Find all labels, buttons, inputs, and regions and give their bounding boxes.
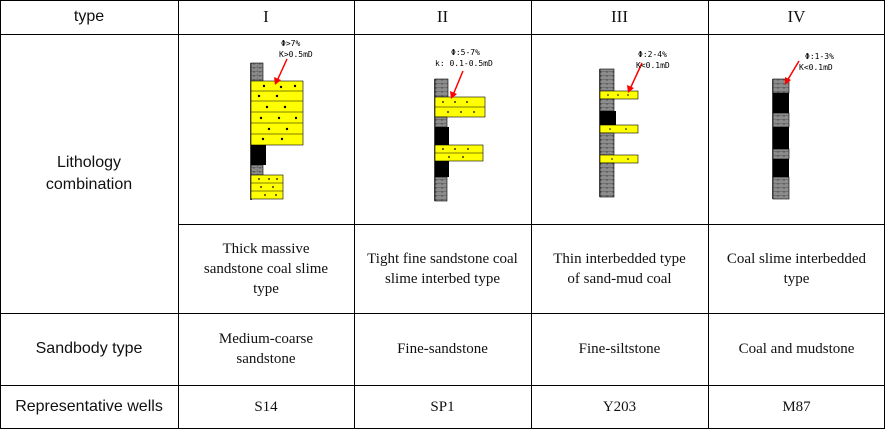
well-I: S14: [254, 399, 278, 415]
combination-type-I: Thick massive sandstone coal slime type: [178, 224, 354, 313]
representative-wells-label: Representative wells: [15, 398, 163, 415]
coal-layer: [435, 161, 449, 177]
coal-layer: [435, 127, 449, 145]
arrow-icon: [629, 62, 643, 90]
combination-type-I-line2: sandstone coal slime: [203, 260, 329, 277]
annotation-phi-I: Φ>7%: [281, 39, 300, 48]
col-divider-2: [354, 0, 355, 429]
sandbody-type-II: Fine-sandstone: [397, 341, 488, 357]
lithology-row-divider: [0, 313, 885, 314]
combination-type-I-line3: type: [253, 280, 279, 297]
coal-layer: [773, 127, 789, 149]
annotation-k-II: k: 0.1-0.5mD: [435, 59, 493, 68]
mudstone-layer: [434, 176, 448, 202]
sandbody-type-I-line2: sandstone: [236, 351, 296, 367]
coal-layer: [600, 111, 616, 125]
header-col-III: III: [611, 7, 628, 26]
sandbody-type-label: Sandbody type: [35, 340, 143, 357]
sandbody-type-IV: Coal and mudstone: [738, 341, 855, 357]
arrowhead-icon: [785, 77, 791, 85]
lithology-column-II: Φ:5-7% k: 0.1-0.5mD: [434, 48, 493, 202]
header-row-divider: [0, 34, 885, 35]
lithology-column-IV: Φ:1-3% K<0.1mD: [772, 52, 834, 200]
mudstone-layer: [772, 148, 790, 160]
arrow-icon: [786, 60, 800, 82]
combination-type-IV-line1: Coal slime interbedded: [726, 250, 867, 267]
sandbody-type-I-line1: Medium-coarse: [218, 331, 314, 347]
combination-type-I-line1: Thick massive: [222, 240, 310, 257]
mudstone-layer: [434, 78, 449, 98]
header-col-I: I: [263, 7, 269, 26]
combination-type-IV-line2: type: [783, 270, 810, 287]
sandstone-layer: [599, 124, 639, 134]
col-divider-3: [531, 0, 532, 429]
mudstone-layer: [434, 116, 448, 128]
annotation-phi-III: Φ:2-4%: [638, 50, 667, 59]
arrow-icon: [276, 58, 288, 82]
lithology-label-line2: combination: [45, 175, 133, 193]
mudstone-layer: [772, 176, 790, 200]
sandstone-layer: [599, 154, 639, 164]
well-III: Y203: [602, 399, 637, 415]
mudstone-layer: [599, 132, 615, 156]
annotation-phi-IV: Φ:1-3%: [805, 52, 834, 61]
combination-type-II: Tight fine sandstone coal slime interbed…: [354, 224, 531, 313]
well-II: SP1: [430, 399, 455, 415]
sandbody-type-III: Fine-siltstone: [578, 341, 661, 357]
sandbody-type-I: Medium-coarse sandstone: [178, 313, 354, 385]
combination-type-III-line1: Thin interbedded type: [553, 250, 686, 267]
arrowhead-icon: [450, 91, 457, 99]
mudstone-layer: [599, 98, 615, 112]
combination-type-II-line2: slime interbed type: [385, 270, 500, 287]
combination-type-III: Thin interbedded type of sand-mud coal: [531, 224, 708, 313]
well-IV: M87: [782, 399, 811, 415]
lithology-column-I: Φ>7% K>0.5mD: [250, 39, 313, 200]
mudstone-layer: [599, 68, 615, 92]
header-col-IV: IV: [787, 7, 806, 26]
lithology-column-III: Φ:2-4% K<0.1mD: [599, 50, 670, 198]
annotation-k-I: K>0.5mD: [279, 50, 313, 59]
combination-type-II-line1: Tight fine sandstone coal: [367, 250, 518, 267]
sandstone-layer: [599, 90, 639, 100]
arrowhead-icon: [627, 85, 634, 93]
mudstone-layer: [772, 112, 790, 128]
sandstone-layer: [250, 174, 284, 200]
mudstone-layer: [250, 164, 264, 176]
coal-layer: [773, 159, 789, 177]
combination-type-III-line2: of sand-mud coal: [567, 270, 672, 287]
arrowhead-icon: [274, 77, 281, 85]
mudstone-layer: [599, 162, 615, 198]
lithology-label-line1: Lithology: [56, 153, 122, 171]
col-divider-4: [708, 0, 709, 429]
sandstone-layer: [250, 80, 304, 146]
mudstone-layer: [250, 62, 264, 82]
col-divider-1: [178, 0, 179, 429]
coal-layer: [251, 145, 266, 165]
header-type-label: type: [73, 8, 105, 25]
sandbody-row-divider: [0, 385, 885, 386]
annotation-k-IV: K<0.1mD: [799, 63, 833, 72]
arrow-icon: [452, 70, 464, 96]
coal-layer: [773, 93, 789, 113]
annotation-phi-II: Φ:5-7%: [451, 48, 480, 57]
lithology-combination-label: Lithology combination: [0, 34, 178, 313]
annotation-k-III: K<0.1mD: [636, 61, 670, 70]
header-col-II: II: [436, 7, 449, 26]
combination-type-IV: Coal slime interbedded type: [708, 224, 885, 313]
